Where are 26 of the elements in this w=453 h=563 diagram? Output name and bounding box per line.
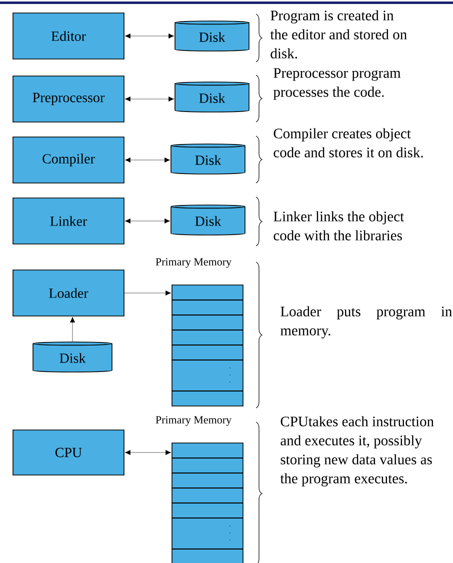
process-box: Editor xyxy=(12,12,124,60)
arrow xyxy=(125,34,174,39)
description-text: Preprocessor program processes the code. xyxy=(273,68,401,100)
arrow xyxy=(124,290,171,296)
disk-cylinder: Disk xyxy=(174,20,250,52)
description-text: Linker links the object code with the libraries xyxy=(274,211,404,240)
disk-cylinder: Disk xyxy=(170,204,246,236)
description-text: Loader puts program in memory. xyxy=(280,306,452,338)
process-box: Loader xyxy=(12,270,124,316)
description-text: Compiler creates object code and stores it on disk. xyxy=(274,128,423,158)
description-text: CPUtakes each instruction and executes it, possibly storing new data values as the program executes. xyxy=(280,416,434,486)
arrow xyxy=(125,450,171,456)
process-box: Preprocessor xyxy=(12,76,124,122)
process-box: CPU xyxy=(12,430,124,476)
process-box: Linker xyxy=(12,198,124,244)
description-text: Program is created in the editor and stored on disk. xyxy=(270,10,407,58)
arrow xyxy=(70,317,75,342)
disk-cylinder: Disk xyxy=(32,342,112,372)
process-box: Compiler xyxy=(12,136,124,184)
memory-heading: Primary Memory xyxy=(156,416,232,426)
disk-cylinder: Disk xyxy=(170,144,246,174)
arrow xyxy=(125,218,170,224)
arrow xyxy=(125,158,170,163)
memory-heading: Primary Memory xyxy=(156,258,232,268)
disk-cylinder: Disk xyxy=(174,82,250,112)
arrow xyxy=(125,96,174,102)
